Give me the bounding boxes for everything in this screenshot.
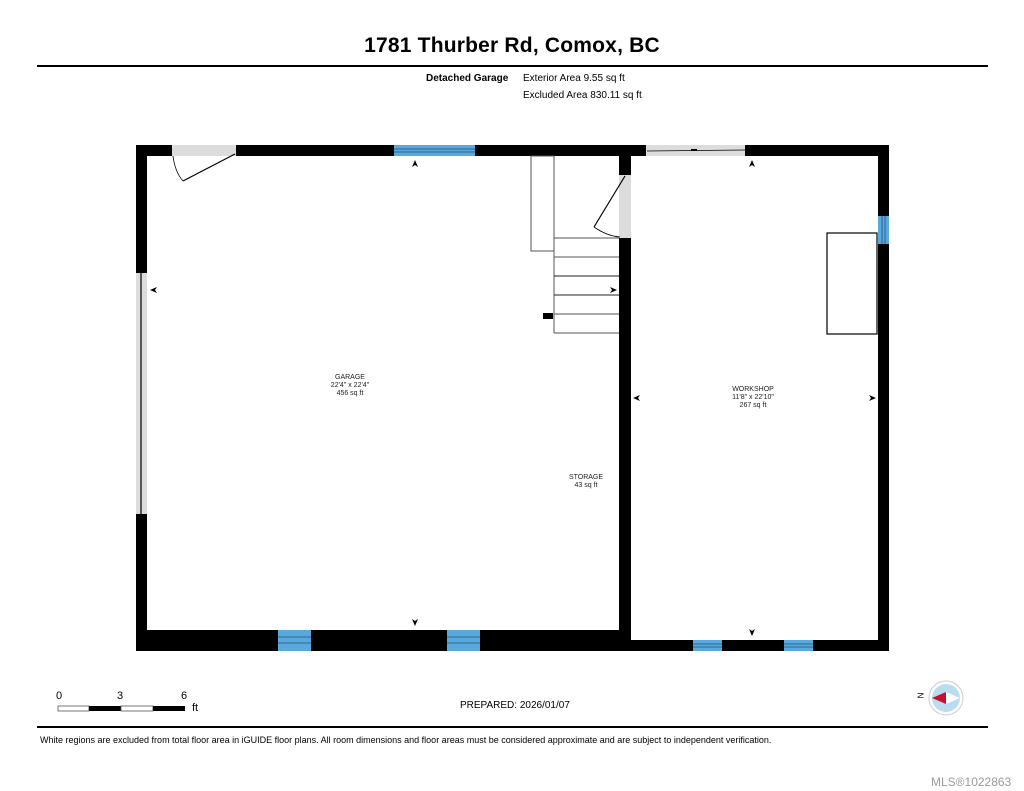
post-marker [543,313,553,319]
compass-north-label: N [915,692,925,699]
door-openings [136,145,745,514]
room-label-workshop: WORKSHOP 11'8" x 22'10" 267 sq ft [708,386,798,410]
dimension-arrows [150,160,876,636]
room-area: 267 sq ft [739,402,767,409]
room-area: 456 sq ft [336,390,364,397]
prepared-date: PREPARED: 2026/01/07 [460,700,570,711]
disclaimer-text: White regions are excluded from total fl… [40,735,772,745]
room-area: 43 sq ft [574,482,598,489]
room-label-storage: STORAGE 43 sq ft [556,474,616,490]
scale-tick-6: 6 [181,690,188,702]
garage-top-door-opening [172,145,236,156]
room-label-garage: GARAGE 22'4" x 22'4" 456 sq ft [305,374,395,398]
scale-bar [57,705,185,712]
scale-tick-3: 3 [117,690,124,702]
scale-unit: ft [192,702,199,714]
excluded-area: Excluded Area 830.11 sq ft [523,90,642,101]
footer-divider [37,726,988,728]
window-workshop-bottom-left [693,640,722,651]
room-dimensions: 11'8" x 22'10" [732,394,774,401]
property-address-title: 1781 Thurber Rd, Comox, BC [364,34,660,57]
window-workshop-bottom-right [784,640,813,651]
door-swings [140,149,746,514]
window-garage-bottom-left [278,630,311,651]
header-divider [37,65,988,67]
window-garage-bottom-right [447,630,480,651]
scale-tick-0: 0 [56,690,63,702]
windows [278,145,889,651]
stairs [530,155,619,334]
exterior-area: Exterior Area 9.55 sq ft [523,73,625,84]
room-dimensions: 22'4" x 22'4" [330,382,370,389]
window-workshop-right [878,216,889,244]
room-name: GARAGE [335,374,365,381]
storage-door-opening [619,175,631,238]
window-garage-top [394,145,475,156]
floor-label: Detached Garage [426,73,509,84]
workbench [826,232,878,335]
mls-number: MLS®1022863 [931,775,1012,789]
compass-icon [928,680,964,716]
room-name: STORAGE [568,474,604,481]
room-name: WORKSHOP [732,386,774,393]
